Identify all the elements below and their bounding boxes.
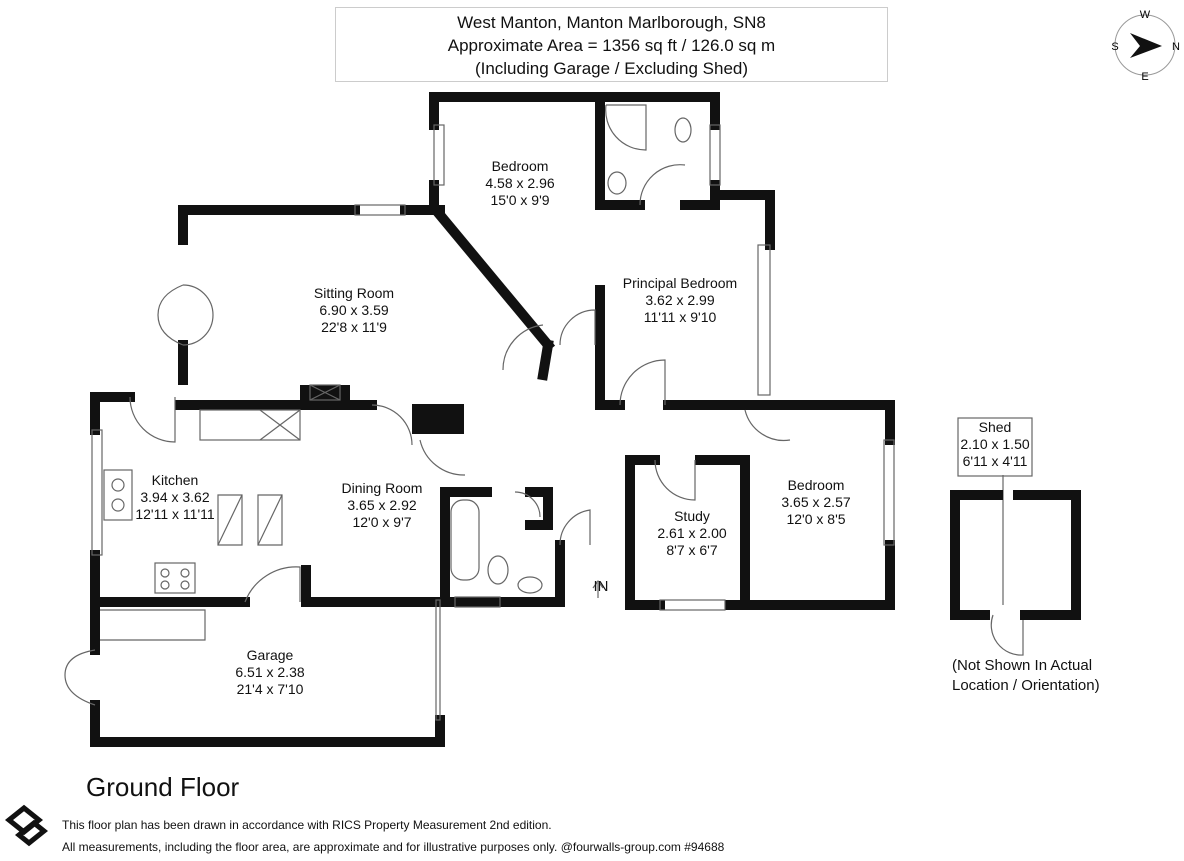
fixtures xyxy=(64,104,1033,721)
footer-line-2: All measurements, including the floor ar… xyxy=(62,840,725,854)
compass-e: E xyxy=(1141,71,1148,83)
footer-line-1: This floor plan has been drawn in accord… xyxy=(62,818,552,832)
address: West Manton, Manton Marlborough, SN8 xyxy=(457,13,766,32)
entrance-label: IN xyxy=(593,578,609,595)
walls xyxy=(90,92,895,747)
area-note: (Including Garage / Excluding Shed) xyxy=(474,59,749,78)
property-header: West Manton, Manton Marlborough, SN8 App… xyxy=(335,7,888,82)
fourwalls-logo-icon xyxy=(4,804,49,847)
floor-title: Ground Floor xyxy=(86,772,240,802)
area: Approximate Area = 1356 sq ft / 126.0 sq… xyxy=(447,36,776,55)
compass-w: W xyxy=(1140,9,1151,21)
shed-walls xyxy=(950,490,1003,620)
compass-s: S xyxy=(1111,41,1118,53)
compass-n: N xyxy=(1172,41,1180,53)
compass-icon: W N S E xyxy=(1111,9,1180,83)
